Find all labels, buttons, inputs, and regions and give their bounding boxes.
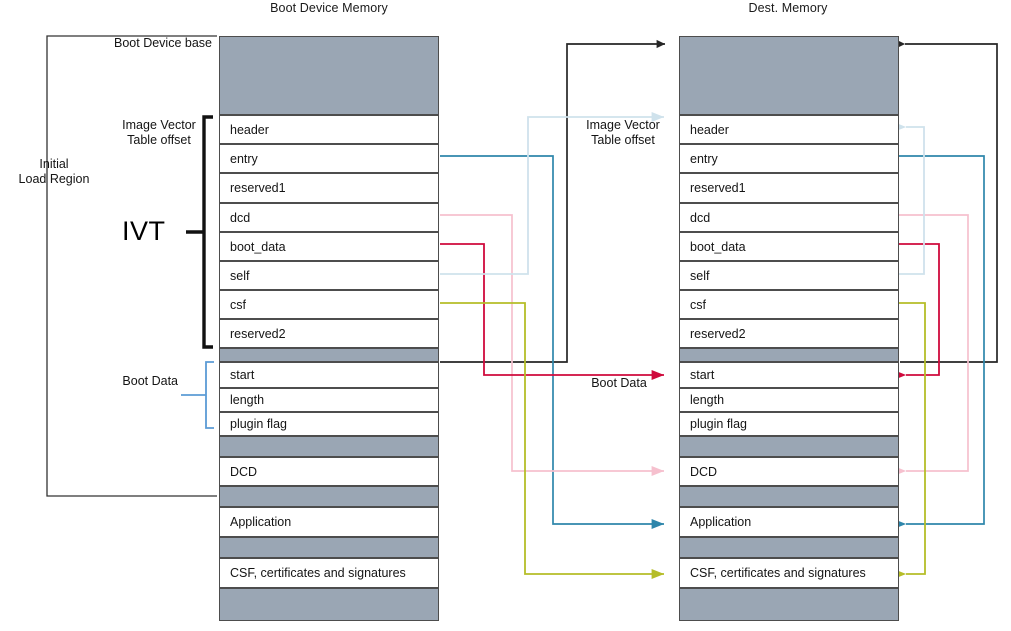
right-column-title: Dest. Memory bbox=[748, 1, 828, 15]
row-label: boot_data bbox=[230, 239, 286, 254]
row-label: csf bbox=[230, 297, 246, 312]
load-region-to-dest-arrow bbox=[440, 39, 666, 363]
ivt-offset-right-line2: Table offset bbox=[591, 133, 655, 147]
row-label: plugin flag bbox=[690, 417, 747, 431]
boot-device-gray-region bbox=[219, 537, 439, 558]
dest-row-length: length bbox=[679, 388, 899, 412]
dest-row-dcd: DCD bbox=[679, 457, 899, 486]
pointer-self-right bbox=[893, 122, 925, 275]
row-label: CSF, certificates and signatures bbox=[230, 566, 406, 580]
dest-row-plugin-flag: plugin flag bbox=[679, 412, 899, 436]
row-label: Application bbox=[690, 515, 752, 529]
dest-row-dcd: dcd bbox=[679, 203, 899, 232]
row-label: reserved2 bbox=[690, 326, 746, 341]
boot-data-label-left: Boot Data bbox=[122, 374, 178, 388]
boot-device-row-csf: csf bbox=[219, 290, 439, 319]
boot-device-row-length: length bbox=[219, 388, 439, 412]
dest-row-self: self bbox=[679, 261, 899, 290]
row-label: self bbox=[230, 268, 250, 283]
dest-row-reserved1: reserved1 bbox=[679, 173, 899, 203]
boot-device-gray-region bbox=[219, 588, 439, 621]
dest-gray-region bbox=[679, 348, 899, 362]
dest-gray-region bbox=[679, 537, 899, 558]
initial-load-region-line1: Initial bbox=[39, 157, 69, 171]
row-label: reserved1 bbox=[230, 181, 286, 195]
dest-row-header: header bbox=[679, 115, 899, 144]
row-label: reserved1 bbox=[690, 181, 746, 195]
boot-device-row-plugin-flag: plugin flag bbox=[219, 412, 439, 436]
boot-device-row-csf-certificates-and-signatures: CSF, certificates and signatures bbox=[219, 558, 439, 588]
ivt-label: IVT bbox=[122, 216, 166, 246]
pointer-bootdata-left bbox=[440, 243, 665, 380]
row-label: length bbox=[230, 393, 265, 407]
row-label: plugin flag bbox=[230, 417, 287, 431]
pointer-dcd-left bbox=[440, 214, 665, 476]
row-label: Application bbox=[230, 515, 292, 529]
boot-device-gray-region bbox=[219, 436, 439, 457]
boot-data-label-middle: Boot Data bbox=[591, 376, 647, 390]
row-label: DCD bbox=[230, 464, 258, 479]
boot-device-gray-region bbox=[219, 486, 439, 507]
row-label: dcd bbox=[230, 210, 251, 225]
left-column-title: Boot Device Memory bbox=[270, 1, 388, 15]
dest-gray-region bbox=[679, 588, 899, 621]
initial-load-region-outline bbox=[46, 35, 217, 497]
ivt-offset-label-right: Image Vector Table offset bbox=[573, 118, 673, 148]
boot-device-row-start: start bbox=[219, 362, 439, 388]
pointer-entry-right bbox=[893, 155, 985, 529]
dest-row-csf: csf bbox=[679, 290, 899, 319]
initial-load-region-label: Initial Load Region bbox=[6, 157, 102, 187]
dest-row-application: Application bbox=[679, 507, 899, 537]
boot-device-row-boot-data: boot_data bbox=[219, 232, 439, 261]
dest-gray-region bbox=[679, 436, 899, 457]
row-label: length bbox=[690, 393, 725, 407]
row-label: boot_data bbox=[690, 239, 746, 254]
row-label: dcd bbox=[690, 210, 711, 225]
row-label: entry bbox=[230, 151, 258, 166]
row-label: reserved2 bbox=[230, 326, 286, 341]
dest-gray-region bbox=[679, 36, 899, 115]
ivt-offset-right-line1: Image Vector bbox=[586, 118, 660, 132]
initial-load-region-line2: Load Region bbox=[18, 172, 90, 186]
boot-device-gray-region bbox=[219, 348, 439, 362]
pointer-bootdata-right bbox=[893, 243, 940, 380]
row-label: start bbox=[230, 368, 255, 382]
ivt-offset-left-line2: Table offset bbox=[127, 133, 191, 147]
pointer-csf-left bbox=[440, 302, 665, 579]
ivt-offset-left-line1: Image Vector bbox=[122, 118, 196, 132]
row-label: CSF, certificates and signatures bbox=[690, 566, 866, 580]
row-label: csf bbox=[690, 297, 706, 312]
row-label: header bbox=[690, 122, 729, 137]
dest-row-reserved2: reserved2 bbox=[679, 319, 899, 348]
ivt-bracket bbox=[202, 115, 213, 349]
row-label: header bbox=[230, 122, 269, 137]
pointer-dcd-right bbox=[893, 214, 969, 476]
dest-top-return-loop bbox=[896, 39, 998, 363]
dest-row-boot-data: boot_data bbox=[679, 232, 899, 261]
boot-device-row-dcd: dcd bbox=[219, 203, 439, 232]
dest-gray-region bbox=[679, 486, 899, 507]
boot-device-row-reserved2: reserved2 bbox=[219, 319, 439, 348]
boot-device-gray-region bbox=[219, 36, 439, 115]
pointer-csf-right bbox=[893, 302, 926, 579]
boot-device-base-label: Boot Device base bbox=[114, 36, 212, 50]
pointer-entry-left bbox=[440, 155, 665, 529]
row-label: entry bbox=[690, 151, 718, 166]
dest-row-entry: entry bbox=[679, 144, 899, 173]
dest-row-start: start bbox=[679, 362, 899, 388]
pointer-self-left bbox=[440, 112, 665, 275]
dest-row-csf-certificates-and-signatures: CSF, certificates and signatures bbox=[679, 558, 899, 588]
row-label: DCD bbox=[690, 464, 718, 479]
boot-device-row-entry: entry bbox=[219, 144, 439, 173]
boot-data-bracket bbox=[205, 361, 214, 429]
row-label: self bbox=[690, 268, 710, 283]
boot-device-row-self: self bbox=[219, 261, 439, 290]
boot-device-row-application: Application bbox=[219, 507, 439, 537]
boot-device-row-dcd: DCD bbox=[219, 457, 439, 486]
row-label: start bbox=[690, 368, 715, 382]
boot-device-row-header: header bbox=[219, 115, 439, 144]
boot-device-row-reserved1: reserved1 bbox=[219, 173, 439, 203]
ivt-offset-label-left: Image Vector Table offset bbox=[109, 118, 209, 148]
